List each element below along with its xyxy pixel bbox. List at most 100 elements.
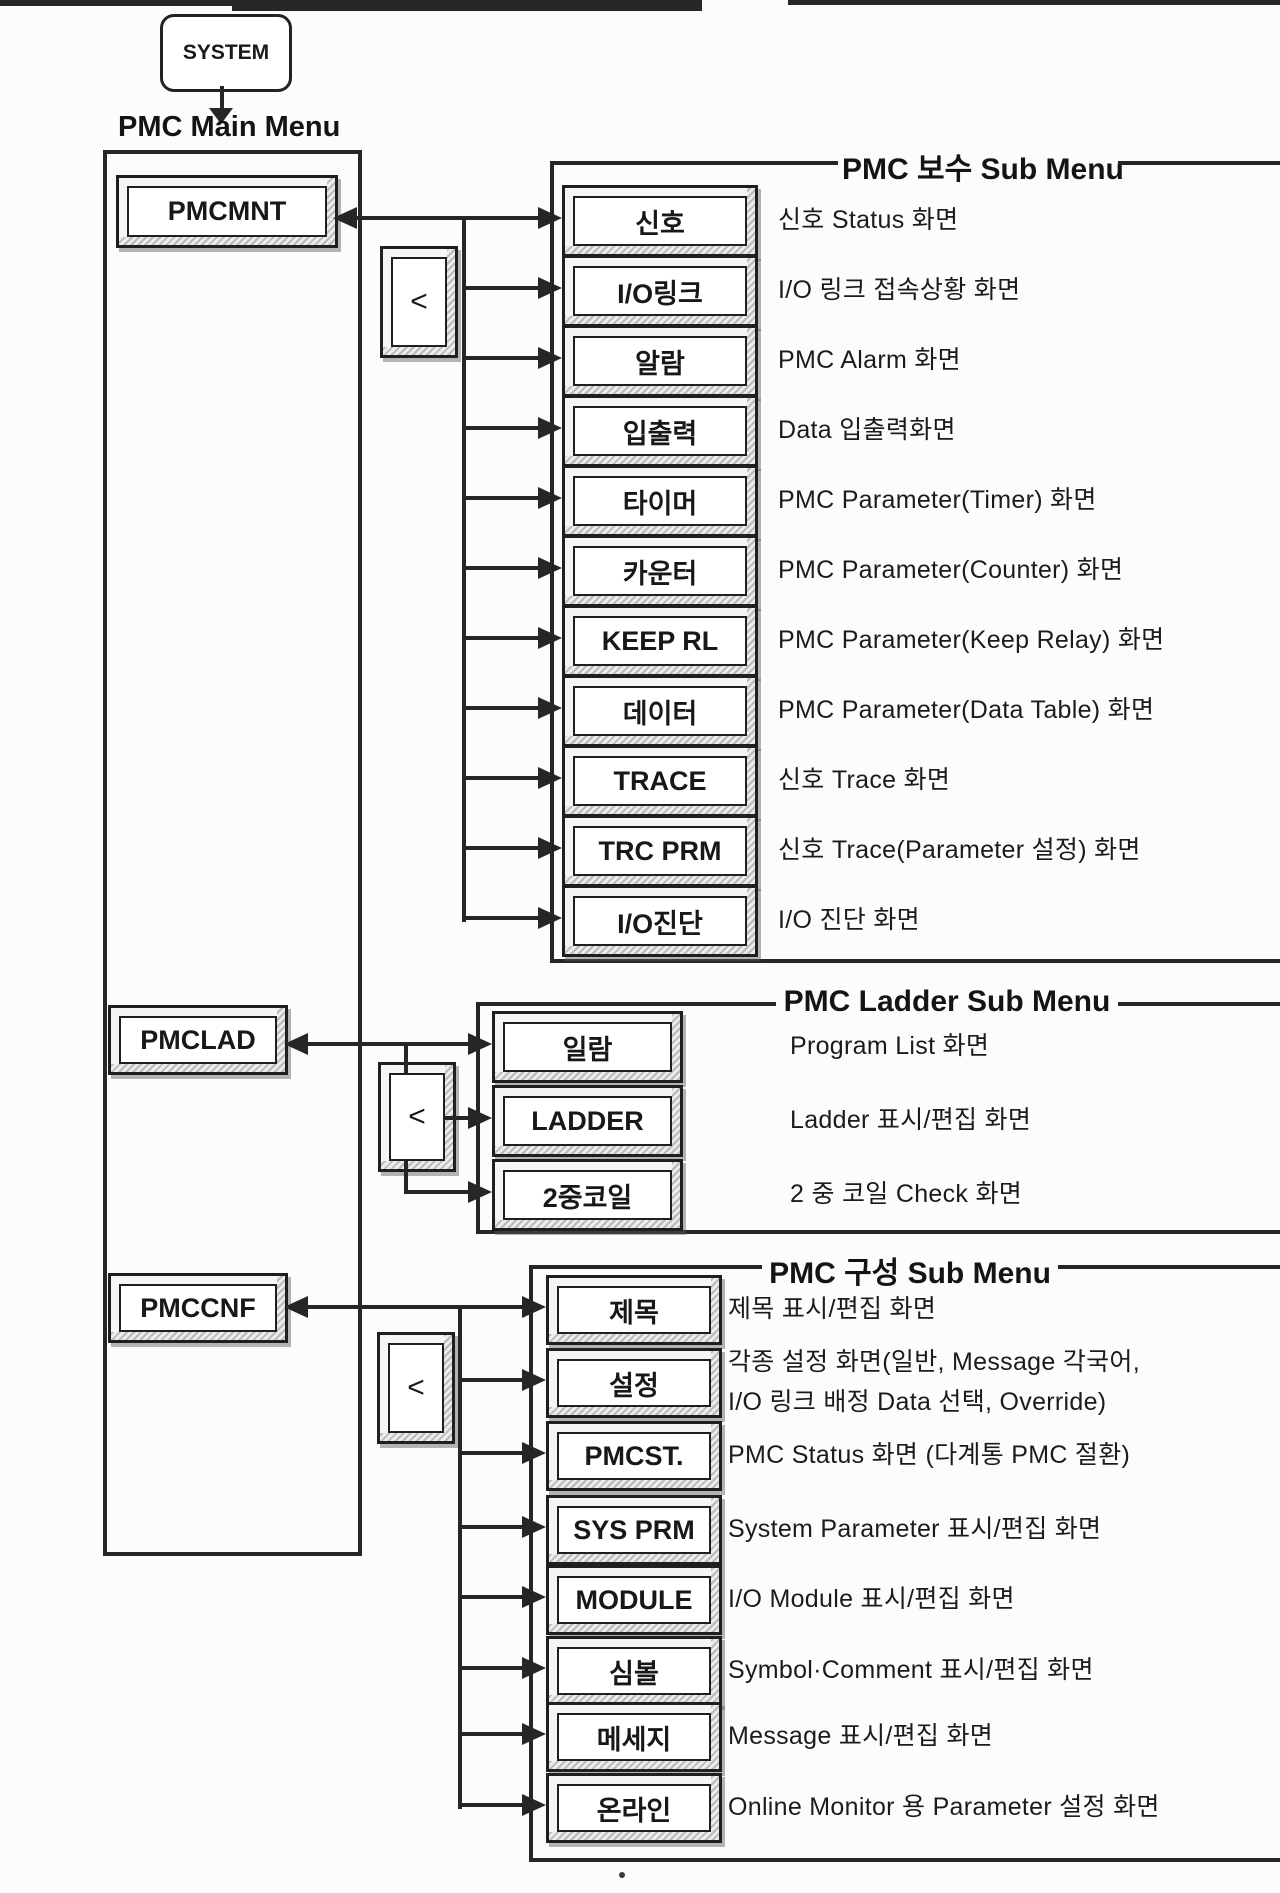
connector-line [462, 286, 540, 290]
softkey-label: TRC PRM [573, 826, 747, 876]
connector-line [462, 426, 540, 430]
softkey-description: 각종 설정 화면(일반, Message 각국어, I/O 링크 배정 Data… [728, 1342, 1140, 1422]
softkey-ladder[interactable]: LADDER [492, 1085, 683, 1157]
softkey-setting[interactable]: 설정 [546, 1348, 722, 1418]
left-chevron-label: < [388, 1343, 444, 1433]
softkey-timer[interactable]: 타이머 [562, 465, 758, 537]
key-pmclad[interactable]: PMCLAD [108, 1005, 288, 1075]
scan-edge-bar [788, 0, 1280, 5]
softkey-label: 제목 [557, 1286, 711, 1334]
softkey-module[interactable]: MODULE [546, 1565, 722, 1635]
system-key-label: SYSTEM [182, 41, 270, 64]
arrowhead-right-icon [538, 767, 562, 789]
softkey-keep-relay[interactable]: KEEP RL [562, 605, 758, 677]
softkey-label: 데이터 [573, 686, 747, 736]
arrowhead-right-icon [522, 1369, 546, 1391]
system-key[interactable]: SYSTEM [160, 14, 292, 92]
connector-line [462, 636, 540, 640]
softkey-label: MODULE [557, 1576, 711, 1624]
arrowhead-right-icon [522, 1586, 546, 1608]
softkey-online[interactable]: 온라인 [546, 1773, 722, 1843]
connector-line [462, 706, 540, 710]
softkey-description: I/O Module 표시/편집 화면 [728, 1585, 1015, 1613]
softkey-trace-param[interactable]: TRC PRM [562, 815, 758, 887]
arrowhead-right-icon [538, 277, 562, 299]
arrowhead-right-icon [468, 1107, 492, 1129]
softkey-io[interactable]: 입출력 [562, 395, 758, 467]
submenu1-box-border [550, 959, 1280, 963]
connector-line [458, 1666, 524, 1670]
submenu2-box-border [1118, 1002, 1280, 1006]
arrowhead-right-icon [522, 1723, 546, 1745]
softkey-signal[interactable]: 신호 [562, 185, 758, 257]
softkey-label: 일람 [503, 1022, 672, 1072]
scan-edge-bar [232, 0, 702, 11]
arrowhead-right-icon [522, 1296, 546, 1318]
softkey-symbol[interactable]: 심볼 [546, 1636, 722, 1706]
submenu1-box-border [1118, 161, 1280, 165]
connector-line [462, 916, 540, 920]
arrowhead-right-icon [468, 1181, 492, 1203]
softkey-duplicate-coil[interactable]: 2중코일 [492, 1159, 683, 1231]
arrowhead-right-icon [522, 1794, 546, 1816]
arrowhead-right-icon [522, 1657, 546, 1679]
softkey-message[interactable]: 메세지 [546, 1702, 722, 1772]
connector-line [458, 1525, 524, 1529]
softkey-counter[interactable]: 카운터 [562, 535, 758, 607]
submenu3-box-border [529, 1265, 762, 1269]
main-menu-box-border [103, 1552, 362, 1556]
softkey-description: PMC Parameter(Data Table) 화면 [778, 696, 1155, 724]
softkey-label: KEEP RL [573, 616, 747, 666]
arrowhead-right-icon [538, 417, 562, 439]
connector-trunk [458, 1305, 462, 1809]
connector-line [462, 356, 540, 360]
main-menu-box-border [358, 150, 362, 1556]
arrowhead-right-icon [522, 1516, 546, 1538]
softkey-label: 타이머 [573, 476, 747, 526]
softkey-trace[interactable]: TRACE [562, 745, 758, 817]
softkey-title-screen[interactable]: 제목 [546, 1275, 722, 1345]
softkey-label: 2중코일 [503, 1170, 672, 1220]
key-pmccnf[interactable]: PMCCNF [108, 1273, 288, 1343]
connector-line [306, 1305, 524, 1309]
softkey-description-line2: I/O 링크 배정 Data 선택, Override) [728, 1388, 1107, 1416]
softkey-label: 카운터 [573, 546, 747, 596]
softkey-description: Ladder 표시/편집 화면 [790, 1106, 1032, 1134]
left-chevron-label: < [389, 1073, 445, 1161]
main-menu-title: PMC Main Menu [118, 111, 341, 143]
softkey-program-list[interactable]: 일람 [492, 1011, 683, 1083]
submenu1-title: PMC 보수 Sub Menu [842, 153, 1124, 186]
softkey-description: PMC Parameter(Timer) 화면 [778, 486, 1097, 514]
system-arrow-stem [220, 86, 224, 110]
softkey-label: I/O진단 [573, 896, 747, 946]
key-pmclad-label: PMCLAD [119, 1016, 277, 1064]
left-chevron-key-3[interactable]: < [377, 1332, 455, 1444]
softkey-description: PMC Alarm 화면 [778, 346, 961, 374]
softkey-sys-param[interactable]: SYS PRM [546, 1495, 722, 1565]
left-chevron-label: < [391, 257, 447, 347]
softkey-label: 온라인 [557, 1784, 711, 1832]
softkey-label: 메세지 [557, 1713, 711, 1761]
softkey-label: SYS PRM [557, 1506, 711, 1554]
softkey-data-table[interactable]: 데이터 [562, 675, 758, 747]
connector-line [458, 1803, 524, 1807]
softkey-io-diagnosis[interactable]: I/O진단 [562, 885, 758, 957]
left-chevron-key-1[interactable]: < [380, 246, 458, 358]
arrowhead-right-icon [538, 207, 562, 229]
softkey-description: PMC Status 화면 (다계통 PMC 절환) [728, 1441, 1131, 1469]
softkey-alarm[interactable]: 알람 [562, 325, 758, 397]
softkey-pmc-status[interactable]: PMCST. [546, 1421, 722, 1491]
softkey-label: 알람 [573, 336, 747, 386]
key-pmcmnt[interactable]: PMCMNT [116, 175, 338, 248]
softkey-description: Symbol·Comment 표시/편집 화면 [728, 1656, 1094, 1684]
softkey-label: 신호 [573, 196, 747, 246]
arrowhead-right-icon [538, 627, 562, 649]
left-chevron-key-2[interactable]: < [378, 1062, 456, 1172]
softkey-label: LADDER [503, 1096, 672, 1146]
arrowhead-left-icon [284, 1033, 308, 1055]
softkey-description: 2 중 코일 Check 화면 [790, 1180, 1023, 1208]
softkey-description: PMC Parameter(Counter) 화면 [778, 556, 1124, 584]
softkey-io-link[interactable]: I/O링크 [562, 255, 758, 327]
arrowhead-right-icon [538, 347, 562, 369]
